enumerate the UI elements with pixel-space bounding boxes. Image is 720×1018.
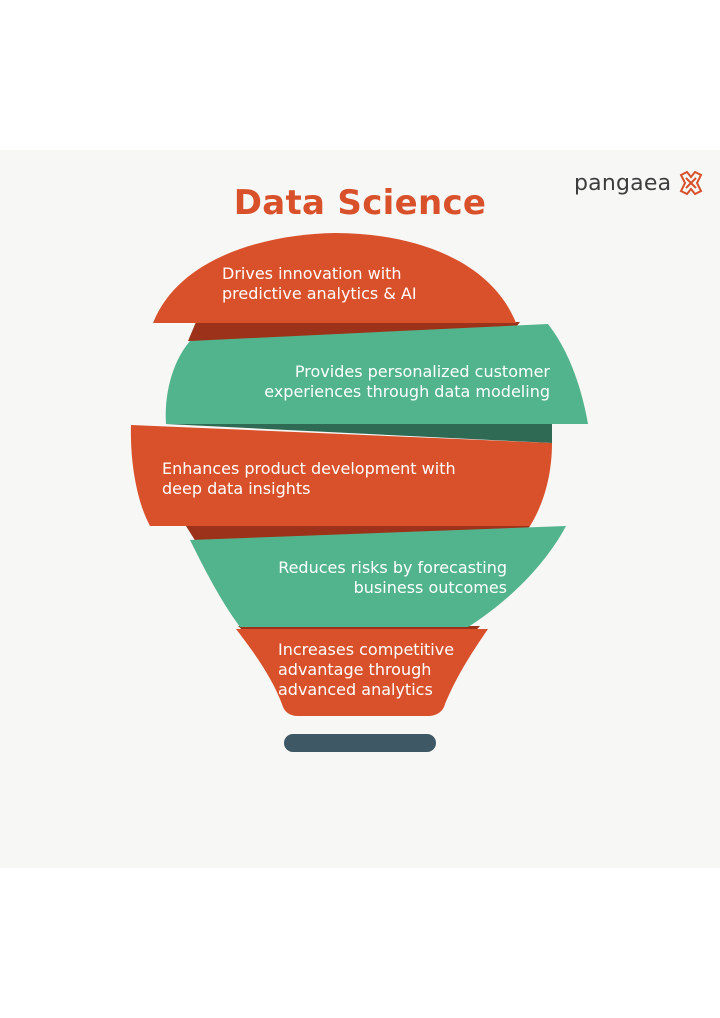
segment-2-text: Provides personalized customer experienc… (264, 362, 550, 401)
logo-text: pangaea (574, 170, 672, 196)
pangaea-logo: pangaea (574, 168, 705, 198)
page-title: Data Science (233, 183, 487, 223)
fold-shadow-2 (138, 424, 552, 443)
segment-2 (165, 324, 588, 424)
segment-3 (130, 425, 552, 526)
segment-5 (236, 629, 488, 716)
segment-4-text: Reduces risks by forecasting business ou… (278, 558, 507, 597)
segment-5-text: Increases competitive advantage through … (278, 640, 455, 699)
bulb-base (284, 734, 436, 752)
pangaea-x-icon (679, 170, 703, 196)
segment-1 (153, 233, 516, 323)
segment-4 (190, 526, 566, 627)
segment-3-text: Enhances product development with deep d… (162, 459, 456, 498)
segment-1-text: Drives innovation with predictive analyt… (222, 264, 417, 303)
